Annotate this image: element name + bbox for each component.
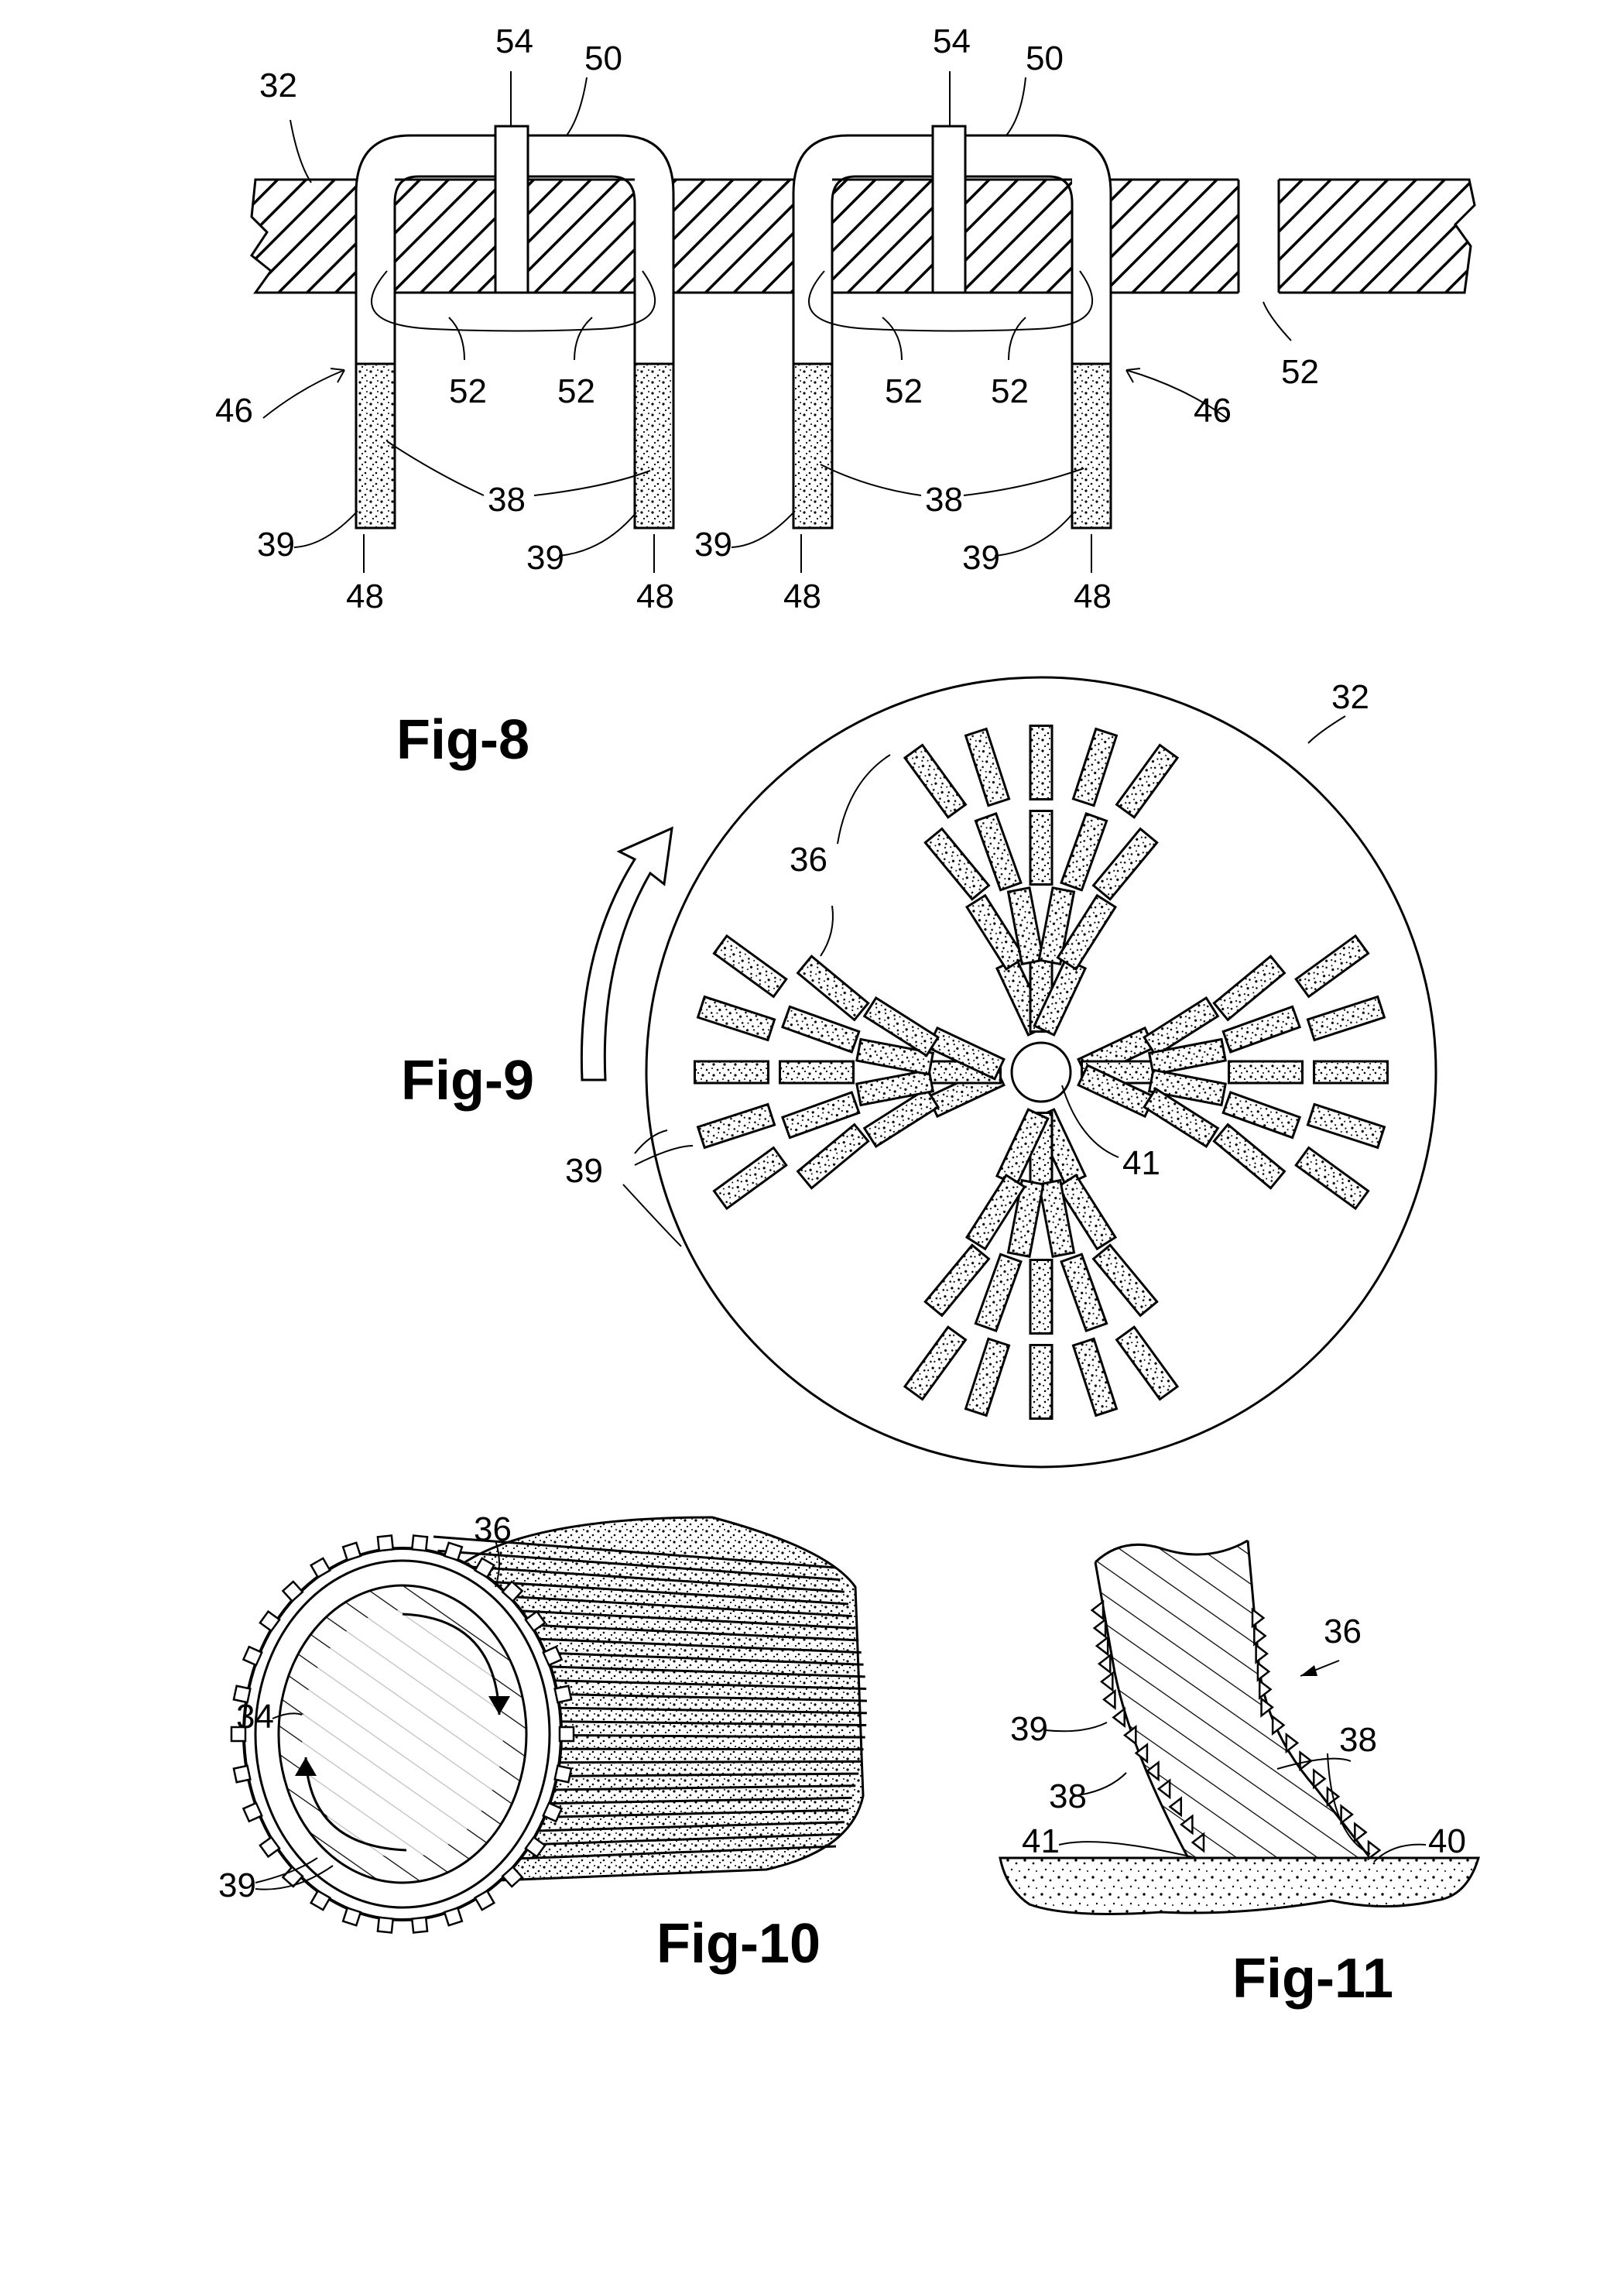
- fig10-ref-39-label: 39: [218, 1866, 256, 1904]
- fig11-grit-7: [1258, 1663, 1269, 1680]
- fig10-title: Fig-10: [656, 1913, 821, 1975]
- fig10-tooth-9: [343, 1908, 361, 1926]
- fig11-title: Fig-11: [1232, 1948, 1393, 2010]
- fig8-ref-46a-label: 46: [215, 392, 253, 430]
- fig8-ref-48a-label: 48: [346, 578, 384, 615]
- fig10-tooth-24: [444, 1543, 462, 1561]
- fig8-leaders: [263, 71, 1291, 573]
- fig11-grit-1: [1252, 1609, 1263, 1626]
- fig9-ref-32-label: 32: [1331, 678, 1369, 716]
- fig10-tooth-6: [444, 1908, 462, 1926]
- fig9-segment-48: [1030, 1345, 1052, 1419]
- fig10-tooth-7: [412, 1918, 427, 1933]
- fig11-grit-27: [1369, 1842, 1379, 1859]
- fig8-ref-39b-label: 39: [526, 539, 564, 577]
- fig8-plate-32: [252, 180, 1475, 293]
- fig8-title: Fig-8: [396, 709, 529, 771]
- fig11-grit-23: [1341, 1806, 1352, 1823]
- fig11-workpiece-surface: [1000, 1858, 1478, 1914]
- fig11-grit-4: [1097, 1637, 1108, 1654]
- fig9-ref-36-label: 36: [790, 841, 827, 879]
- fig8-diagram: 32 54 50 54 50 52 52 52 52 52 46 46 38 3…: [215, 22, 1475, 771]
- fig11-bristle-36: [1095, 1541, 1370, 1858]
- fig10-tooth-8: [378, 1918, 393, 1933]
- fig8-ref-52d-label: 52: [991, 372, 1029, 410]
- fig8-ref-48c-label: 48: [783, 578, 821, 615]
- fig8-ref-50b-label: 50: [1026, 39, 1064, 77]
- fig9-ref-41-label: 41: [1122, 1144, 1160, 1182]
- fig9-segment-26: [1229, 1061, 1303, 1083]
- fig8-ref-54b-label: 54: [933, 22, 971, 60]
- fig9-diagram: 32 36 39 41 Fig-9: [401, 677, 1436, 1467]
- fig11-grit-5: [1256, 1645, 1267, 1662]
- fig11-grit-25: [1355, 1824, 1365, 1841]
- fig11-grit-0: [1092, 1602, 1103, 1619]
- fig10-tooth-21: [343, 1543, 361, 1561]
- fig11-ref-36-label: 36: [1324, 1613, 1362, 1650]
- fig11-grit-19: [1314, 1770, 1324, 1787]
- fig8-ref-52e-label: 52: [1281, 353, 1319, 391]
- fig9-segment-31: [1314, 1061, 1388, 1083]
- fig8-ref-54-label: 54: [495, 22, 533, 60]
- fig11-grit-12: [1113, 1709, 1124, 1726]
- fig9-segment-14: [1030, 726, 1052, 800]
- fig11-grit-8: [1102, 1673, 1112, 1690]
- fig11-ref-39-label: 39: [1010, 1710, 1048, 1748]
- fig9-segment-9: [1030, 811, 1052, 885]
- fig11-grit-15: [1287, 1735, 1297, 1752]
- fig10-tooth-14: [234, 1766, 250, 1782]
- fig8-ref-38a-label: 38: [488, 481, 526, 519]
- fig11-grit-10: [1104, 1691, 1115, 1708]
- fig11-ref-40-label: 40: [1428, 1822, 1466, 1860]
- fig8-ref-52a-label: 52: [449, 372, 487, 410]
- fig9-segment-60: [780, 1061, 854, 1083]
- fig10-tooth-23: [412, 1535, 427, 1551]
- fig10-ref-36-label: 36: [474, 1510, 512, 1548]
- fig10-diagram: 36 34 39 Fig-10: [218, 1510, 867, 1975]
- fig8-ref-48d-label: 48: [1074, 578, 1112, 615]
- fig9-segment-43: [1030, 1260, 1052, 1334]
- fig9-segment-65: [695, 1061, 769, 1083]
- fig8-ref-50-label: 50: [584, 39, 622, 77]
- fig8-ref-52c-label: 52: [885, 372, 923, 410]
- fig10-tooth-29: [555, 1686, 571, 1702]
- fig10-tooth-22: [378, 1535, 393, 1551]
- fig8-ref-46b-label: 46: [1194, 392, 1232, 430]
- fig10-tooth-1: [555, 1766, 571, 1782]
- fig8-ref-32-label: 32: [259, 67, 297, 105]
- fig8-ref-39d-label: 39: [962, 539, 1000, 577]
- fig11-diagram: 36 39 38 38 41 40 Fig-11: [1000, 1541, 1478, 2010]
- fig9-center-hole-41: [1012, 1043, 1071, 1102]
- fig11-ref-38b-label: 38: [1049, 1777, 1087, 1815]
- fig10-tooth-0: [560, 1727, 574, 1741]
- fig11-grit-2: [1095, 1619, 1105, 1637]
- fig8-ref-39a-label: 39: [257, 526, 295, 564]
- fig11-ref-41-label: 41: [1022, 1822, 1060, 1860]
- fig8-ref-39c-label: 39: [694, 526, 732, 564]
- fig11-grit-3: [1254, 1627, 1265, 1644]
- fig9-ref-39-label: 39: [565, 1152, 603, 1190]
- fig11-grit-6: [1099, 1655, 1110, 1672]
- fig11-ref-38a-label: 38: [1339, 1721, 1377, 1759]
- fig8-ref-38b-label: 38: [925, 481, 963, 519]
- fig8-ref-48b-label: 48: [636, 578, 674, 615]
- fig8-ref-52b-label: 52: [557, 372, 595, 410]
- fig9-title: Fig-9: [401, 1050, 534, 1112]
- fig10-ref-34-label: 34: [236, 1698, 274, 1736]
